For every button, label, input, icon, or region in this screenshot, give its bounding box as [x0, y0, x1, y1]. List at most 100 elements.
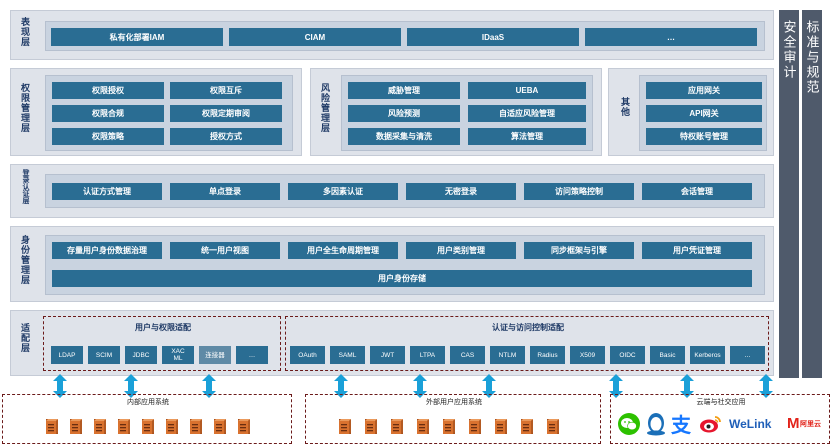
server-icon — [388, 417, 404, 435]
server-icon — [67, 417, 83, 435]
internal-apps-box: 内部应用系统 — [2, 394, 292, 444]
server-icon — [163, 417, 179, 435]
other-layer-title: 其他 — [620, 97, 630, 117]
auth-access-adapter-group: 认证与访问控制适配 OAuth SAML JWT LTPA CAS NTLM R… — [285, 316, 769, 371]
internal-apps-label: 内部应用系统 — [127, 399, 169, 406]
risk-prediction-box: 风险预测 — [348, 105, 460, 122]
kerberos-box: Kerberos — [690, 346, 725, 364]
server-icon — [235, 417, 251, 435]
session-management-box: 会话管理 — [642, 183, 752, 200]
x509-box: X509 — [570, 346, 605, 364]
server-icon — [187, 417, 203, 435]
idaas-box: IDaaS — [407, 28, 579, 46]
jwt-box: JWT — [370, 346, 405, 364]
permission-compliance-box: 权限合规 — [52, 105, 164, 122]
presentation-more-box: … — [585, 28, 757, 46]
auth-method-box: 认证方式管理 — [52, 183, 162, 200]
weibo-icon — [700, 416, 721, 433]
jdbc-box: JDBC — [125, 346, 157, 364]
server-icon — [362, 417, 378, 435]
authorization-method-box: 授权方式 — [170, 128, 282, 145]
adapter2-more-box: … — [730, 346, 765, 364]
algorithm-management-box: 算法管理 — [468, 128, 586, 145]
server-icon — [518, 417, 534, 435]
cloud-social-label: 云端与社交应用 — [696, 399, 746, 406]
server-icon — [115, 417, 131, 435]
mfa-box: 多因素认证 — [288, 183, 398, 200]
m-logo: M — [787, 415, 800, 432]
sso-box: 单点登录 — [170, 183, 280, 200]
server-icon — [211, 417, 227, 435]
svg-text:支: 支 — [671, 413, 692, 436]
sync-engine-box: 同步框架与引擎 — [524, 242, 634, 259]
data-collection-box: 数据采集与清洗 — [348, 128, 460, 145]
identity-layer-title: 身份管理层 — [20, 235, 30, 285]
server-icon — [91, 417, 107, 435]
oauth-box: OAuth — [290, 346, 325, 364]
auth-layer-title: 登录认证层 — [22, 169, 29, 204]
cas-box: CAS — [450, 346, 485, 364]
permission-grant-box: 权限授权 — [52, 82, 164, 99]
security-audit-label: 安全审计 — [781, 20, 797, 80]
identity-group: 存量用户身份数据治理 统一用户视图 用户全生命周期管理 用户类别管理 同步框架与… — [45, 235, 765, 295]
user-permission-adapter-group: 用户与权限适配 LDAP SCIM JDBC XACML 连接器 … — [43, 316, 281, 371]
app-gateway-box: 应用网关 — [646, 82, 762, 99]
wechat-icon — [618, 413, 640, 435]
external-apps-box: 外部用户应用系统 — [305, 394, 601, 444]
server-icon — [336, 417, 352, 435]
server-icon — [43, 417, 59, 435]
welink-logo: WeLink — [729, 417, 772, 431]
aliyun-logo-text: 阿里云 — [800, 421, 821, 428]
permission-layer: 权限管理层 权限授权 权限互斥 权限合规 权限定期审阅 权限策略 授权方式 — [10, 68, 302, 156]
access-policy-box: 访问策略控制 — [524, 183, 634, 200]
ciam-box: CIAM — [229, 28, 401, 46]
basic-box: Basic — [650, 346, 685, 364]
ldap-box: LDAP — [51, 346, 83, 364]
api-gateway-box: API网关 — [646, 105, 762, 122]
unified-user-view-box: 统一用户视图 — [170, 242, 280, 259]
legacy-identity-governance-box: 存量用户身份数据治理 — [52, 242, 162, 259]
adapter-layer-title: 适配层 — [20, 323, 30, 353]
saml-box: SAML — [330, 346, 365, 364]
qq-icon — [647, 413, 665, 436]
user-category-box: 用户类别管理 — [406, 242, 516, 259]
server-icon — [440, 417, 456, 435]
privileged-account-box: 特权账号管理 — [646, 128, 762, 145]
passwordless-box: 无密登录 — [406, 183, 516, 200]
scim-box: SCIM — [88, 346, 120, 364]
xacml-box: XACML — [162, 346, 194, 364]
server-icon — [414, 417, 430, 435]
risk-layer: 风险管理层 威胁管理 UEBA 风险预测 自适应风险管理 数据采集与清洗 算法管… — [310, 68, 602, 156]
presentation-layer-title: 表现层 — [20, 17, 30, 47]
user-permission-adapter-label: 用户与权限适配 — [135, 323, 191, 332]
radius-box: Radius — [530, 346, 565, 364]
permission-layer-title: 权限管理层 — [20, 83, 30, 133]
auth-group: 认证方式管理 单点登录 多因素认证 无密登录 访问策略控制 会话管理 — [45, 174, 765, 208]
ueba-box: UEBA — [468, 82, 586, 99]
permission-mutex-box: 权限互斥 — [170, 82, 282, 99]
other-layer: 其他 应用网关 API网关 特权账号管理 — [608, 68, 774, 156]
security-audit-bar: 安全审计 — [779, 10, 799, 378]
standards-label: 标准与规范 — [804, 20, 820, 95]
server-icon — [544, 417, 560, 435]
user-lifecycle-box: 用户全生命周期管理 — [288, 242, 398, 259]
server-icon — [492, 417, 508, 435]
presentation-layer: 表现层 私有化部署IAM CIAM IDaaS … — [10, 10, 774, 60]
ltpa-box: LTPA — [410, 346, 445, 364]
risk-layer-title: 风险管理层 — [320, 83, 330, 133]
identity-layer: 身份管理层 存量用户身份数据治理 统一用户视图 用户全生命周期管理 用户类别管理… — [10, 226, 774, 302]
permission-review-box: 权限定期审阅 — [170, 105, 282, 122]
risk-group: 威胁管理 UEBA 风险预测 自适应风险管理 数据采集与清洗 算法管理 — [341, 75, 593, 151]
permission-group: 权限授权 权限互斥 权限合规 权限定期审阅 权限策略 授权方式 — [45, 75, 293, 151]
auth-layer: 登录认证层 认证方式管理 单点登录 多因素认证 无密登录 访问策略控制 会话管理 — [10, 164, 774, 218]
server-icon — [139, 417, 155, 435]
threat-management-box: 威胁管理 — [348, 82, 460, 99]
adaptive-risk-box: 自适应风险管理 — [468, 105, 586, 122]
adapter1-more-box: … — [236, 346, 268, 364]
adapter-layer: 适配层 用户与权限适配 LDAP SCIM JDBC XACML 连接器 … 认… — [10, 310, 774, 376]
auth-access-adapter-label: 认证与访问控制适配 — [492, 323, 564, 332]
user-credential-box: 用户凭证管理 — [642, 242, 752, 259]
identity-storage-box: 用户身份存储 — [52, 270, 752, 287]
server-icon — [466, 417, 482, 435]
permission-policy-box: 权限策略 — [52, 128, 164, 145]
